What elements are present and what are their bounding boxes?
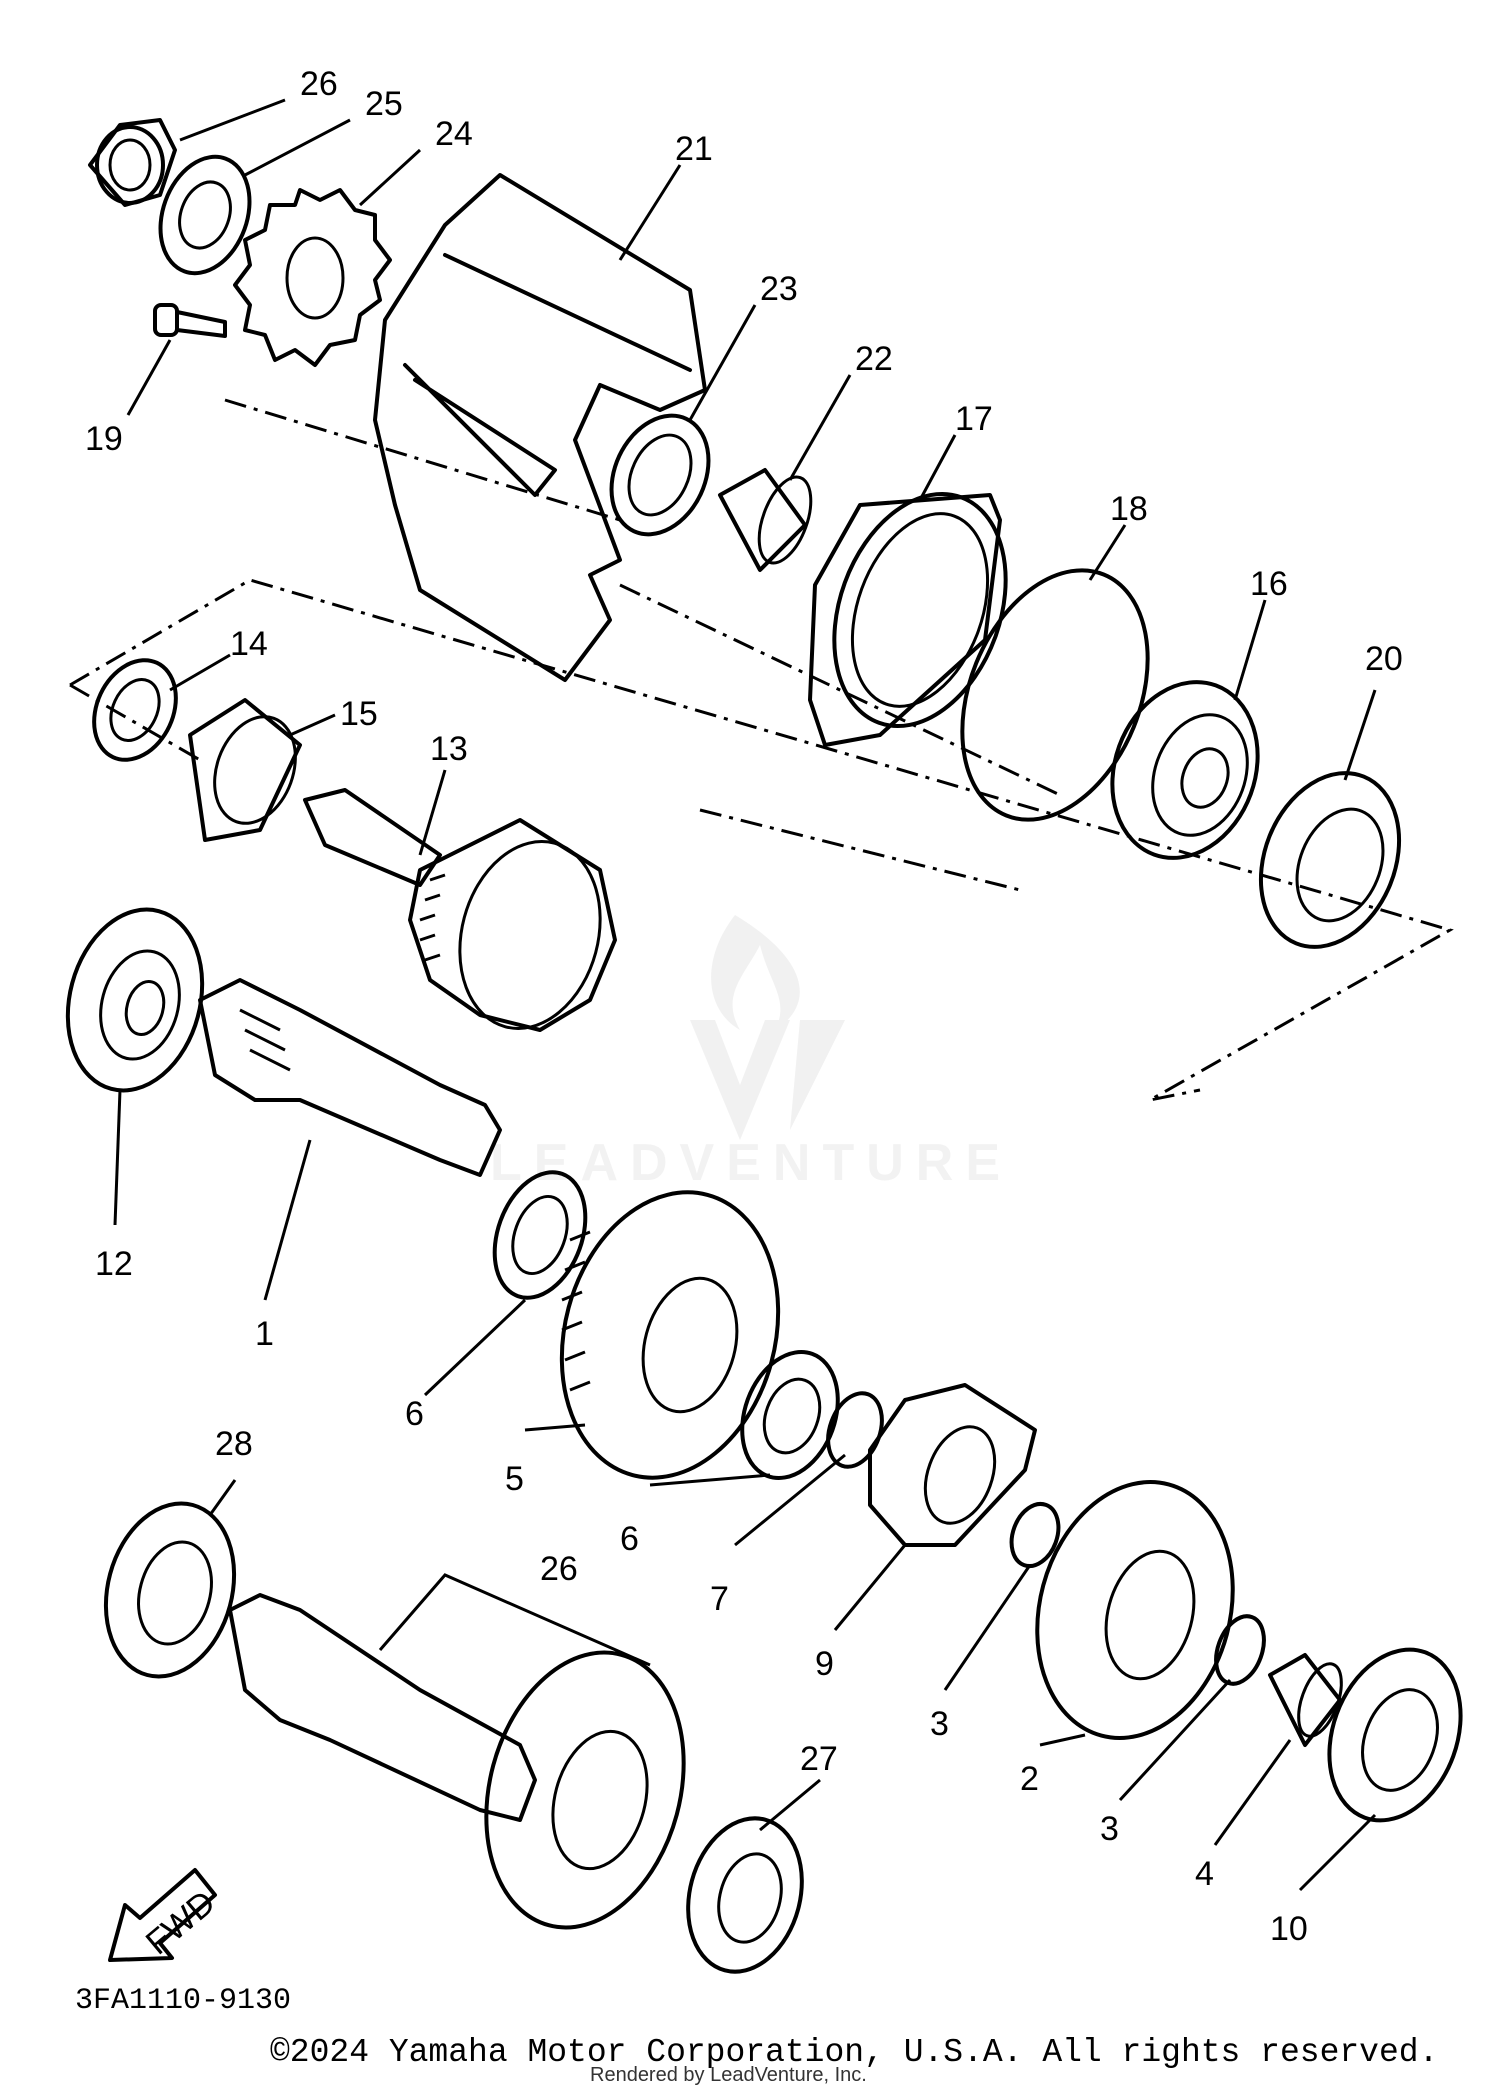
callout-17: 18 [1110, 490, 1148, 528]
part-23-drive-sprocket [233, 188, 392, 367]
part-9-dog-clutch [868, 1383, 1037, 1547]
copyright-notice: ©2024 Yamaha Motor Corporation, U.S.A. A… [270, 2034, 1439, 2071]
callout-24: 25 [365, 85, 403, 123]
part-26-output-shaft [228, 1593, 686, 1930]
callout-21: 22 [855, 340, 893, 378]
part-11-bearing [65, 907, 205, 1093]
callout-5: 5 [505, 1460, 524, 1498]
part-1-primary-shaft [198, 978, 502, 1177]
part-27-bearing [686, 1816, 804, 1974]
callout-4: 4 [1195, 1855, 1214, 1893]
part-18-bolt [153, 303, 227, 338]
callout-10: 10 [1270, 1910, 1308, 1948]
part-21-collar [718, 468, 813, 572]
part-28-bearing [103, 1501, 237, 1679]
part-16-bearing-housing [808, 491, 1008, 747]
callout-22: 23 [760, 270, 798, 308]
callout-11: 12 [95, 1245, 133, 1283]
callout-25: 26 [300, 65, 338, 103]
callout-8: 6 [405, 1395, 424, 1433]
callout-19: 20 [1365, 640, 1403, 678]
part-3-washer-a [1009, 1502, 1061, 1568]
callout-3b: 3 [1100, 1810, 1119, 1848]
callout-15: 16 [1250, 565, 1288, 603]
callout-1: 1 [255, 1315, 274, 1353]
fwd-arrow-icon: FWD [108, 1868, 223, 1962]
part-25-nut [88, 118, 177, 207]
assembly-outline [69, 578, 1454, 1102]
part-10-bearing [1327, 1647, 1463, 1823]
leader-lines [113, 98, 1377, 1892]
callout-13: 14 [230, 625, 268, 663]
part-7-circlip [826, 1391, 884, 1469]
part-24-lock-washer [158, 154, 252, 276]
callout-2: 2 [1020, 1760, 1039, 1798]
callout-14: 15 [340, 695, 378, 733]
callout-18: 19 [85, 420, 123, 458]
callout-26: 26 [540, 1550, 578, 1588]
callout-20: 21 [675, 130, 713, 168]
diagram-code: 3FA1110-9130 [75, 1984, 291, 2018]
part-3-washer-b [1214, 1614, 1266, 1686]
watermark-logo: LEADVENTURE [490, 915, 1012, 1192]
callout-7: 7 [710, 1580, 729, 1618]
assembly-outline-left [69, 683, 201, 762]
bearing-axis-line [699, 808, 1021, 892]
callout-27: 27 [800, 1740, 838, 1778]
part-8-washer [492, 1170, 588, 1300]
part-4-collar [1268, 1653, 1343, 1747]
part-13-washer [92, 658, 178, 762]
part-20-cover [373, 173, 707, 682]
part-14-needle-bearing [188, 698, 302, 842]
part-5-gear [559, 1190, 781, 1480]
fwd-label: FWD [139, 1883, 223, 1962]
bolt-axis-line [224, 398, 621, 522]
svg-text:LEADVENTURE: LEADVENTURE [490, 1134, 1012, 1192]
callout-28: 28 [215, 1425, 253, 1463]
housing-axis-line [619, 583, 1061, 797]
part-2-gear [1035, 1480, 1235, 1740]
part-17-gasket [960, 568, 1150, 822]
part-22-oil-seal [609, 413, 711, 537]
part-12-gear [303, 788, 617, 1032]
part-callouts: 26 25 24 21 23 22 17 18 16 20 19 14 15 1… [85, 65, 1403, 1948]
part-15-bearing [1110, 680, 1260, 860]
callout-16: 17 [955, 400, 993, 438]
callout-23: 24 [435, 115, 473, 153]
callout-9: 9 [815, 1645, 834, 1683]
part-19-lock-washer [1258, 771, 1402, 949]
callout-12: 13 [430, 730, 468, 768]
rendered-by-notice: Rendered by LeadVenture, Inc. [590, 2064, 867, 2086]
callout-3a: 3 [930, 1705, 949, 1743]
callout-6: 6 [620, 1520, 639, 1558]
